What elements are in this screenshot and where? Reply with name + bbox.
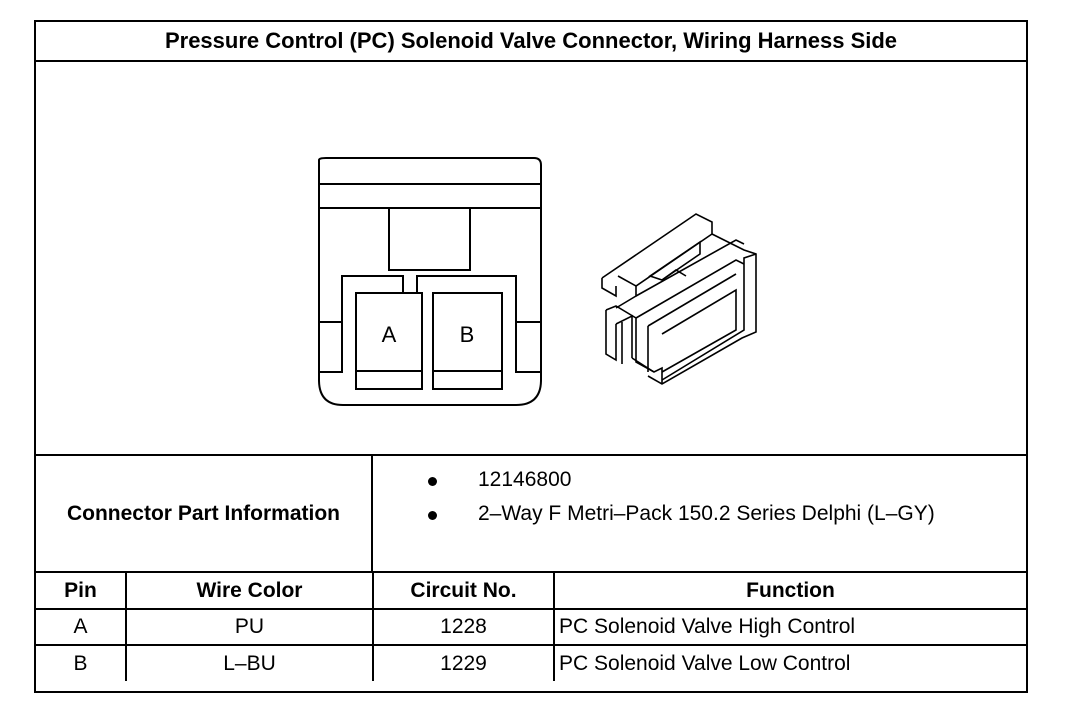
pin-table-header-row: Pin Wire Color Circuit No. Function <box>36 573 1026 610</box>
connector-drawing: A B <box>318 157 757 406</box>
cell-function: PC Solenoid Valve Low Control <box>553 644 1026 681</box>
header-function: Function <box>553 573 1026 610</box>
connector-isometric-view <box>601 213 757 385</box>
info-item-text: 2–Way F Metri–Pack 150.2 Series Delphi (… <box>478 502 935 525</box>
cell-circuit-no: 1229 <box>372 644 555 681</box>
connector-info-label: Connector Part Information <box>36 456 373 571</box>
connector-face-view: A B <box>318 157 542 406</box>
cell-pin: B <box>36 644 127 681</box>
pin-label-b: B <box>460 322 475 347</box>
cell-circuit-no: 1228 <box>372 608 555 646</box>
connector-info-list: 12146800 2–Way F Metri–Pack 150.2 Series… <box>373 456 1026 571</box>
cell-wire-color: PU <box>125 608 374 646</box>
header-circuit-no: Circuit No. <box>372 573 555 610</box>
info-item-description: 2–Way F Metri–Pack 150.2 Series Delphi (… <box>373 500 1026 530</box>
connector-figure: A B <box>36 62 1026 456</box>
pin-table: Pin Wire Color Circuit No. Function A PU… <box>36 573 1026 681</box>
connector-info-section: Connector Part Information 12146800 2–Wa… <box>36 456 1026 573</box>
bullet-icon <box>428 477 437 486</box>
connector-sheet: Pressure Control (PC) Solenoid Valve Con… <box>34 20 1028 693</box>
info-item-text: 12146800 <box>478 468 572 491</box>
info-item-part-number: 12146800 <box>373 466 1026 496</box>
header-pin: Pin <box>36 573 127 610</box>
pin-label-a: A <box>382 322 397 347</box>
table-row: A PU 1228 PC Solenoid Valve High Control <box>36 608 1026 646</box>
bullet-icon <box>428 511 437 520</box>
cell-pin: A <box>36 608 127 646</box>
cell-function: PC Solenoid Valve High Control <box>553 608 1026 646</box>
page-title: Pressure Control (PC) Solenoid Valve Con… <box>36 22 1026 62</box>
header-wire-color: Wire Color <box>125 573 374 610</box>
table-row: B L–BU 1229 PC Solenoid Valve Low Contro… <box>36 644 1026 681</box>
cell-wire-color: L–BU <box>125 644 374 681</box>
